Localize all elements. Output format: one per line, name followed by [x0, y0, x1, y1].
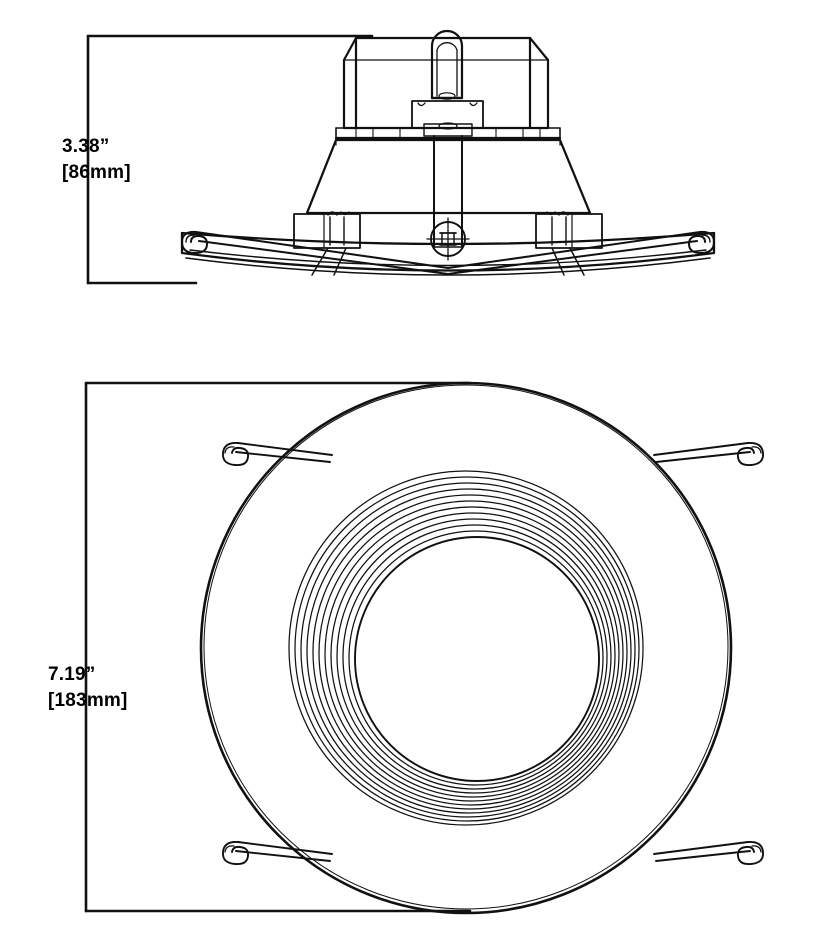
junction-box: [342, 36, 550, 130]
bottom-plan-view: [199, 381, 764, 915]
diameter-dimension-imperial: 7.19”: [48, 664, 96, 685]
interior-brackets: [311, 247, 585, 276]
spring-clip-bottom-left: [222, 840, 333, 866]
baffle-rings: [288, 470, 644, 826]
strain-relief: [430, 29, 464, 100]
diameter-dimension-metric: [183mm]: [48, 689, 128, 711]
torsion-spring-left: [181, 230, 449, 275]
spring-clip-bottom-right: [653, 840, 764, 866]
baffle-inner-aperture: [354, 536, 600, 782]
outer-trim-ring: [199, 381, 733, 915]
side-elevation-view: [180, 29, 716, 276]
height-dimension-metric: [86mm]: [62, 161, 131, 183]
diameter-dimension-label: 7.19” [183mm]: [48, 662, 128, 713]
torsion-spring-right: [447, 230, 715, 275]
height-dimension-label: 3.38” [86mm]: [62, 134, 131, 185]
spring-clip-top-left: [222, 441, 333, 467]
diameter-dimension-lines: [84, 381, 472, 913]
housing-seam-plate: [334, 122, 562, 140]
height-dimension-imperial: 3.38”: [62, 136, 110, 157]
tapered-housing: [305, 138, 592, 215]
height-dimension-lines: [86, 34, 374, 285]
spring-clip-top-right: [653, 441, 764, 467]
